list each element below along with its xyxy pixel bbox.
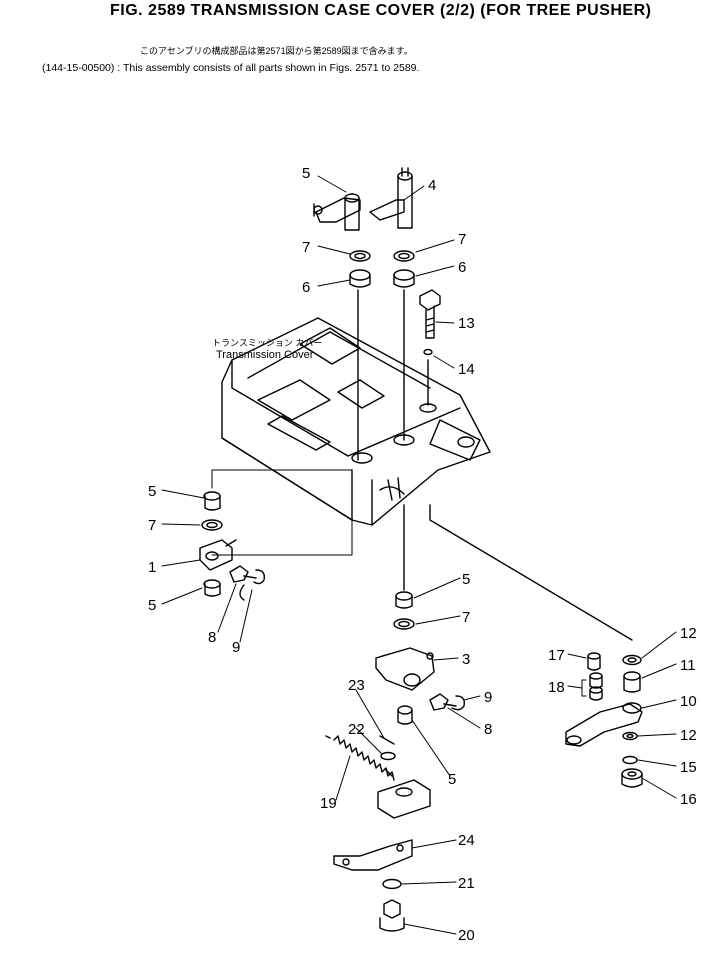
spring-part-19 bbox=[325, 735, 395, 781]
callout-19: 19 bbox=[320, 795, 337, 812]
callout-4: 4 bbox=[428, 177, 436, 194]
callout-24: 24 bbox=[458, 832, 475, 849]
lever-part-2 bbox=[313, 193, 361, 231]
callout-12b: 12 bbox=[680, 727, 697, 744]
callout-18: 18 bbox=[548, 679, 565, 696]
arm-part-10 bbox=[565, 702, 643, 747]
lever-part-4 bbox=[369, 167, 413, 229]
callout-5d: 5 bbox=[448, 771, 456, 788]
callout-6a: 6 bbox=[302, 279, 310, 296]
callout-9a: 9 bbox=[232, 639, 240, 656]
callout-5a: 5 bbox=[148, 483, 156, 500]
callout-13: 13 bbox=[458, 315, 475, 332]
callout-15: 15 bbox=[680, 759, 697, 776]
callout-20: 20 bbox=[458, 927, 475, 944]
callout-1: 1 bbox=[148, 559, 156, 576]
transmission-case-cover bbox=[221, 317, 491, 526]
callout-5b: 5 bbox=[148, 597, 156, 614]
callout-12a: 12 bbox=[680, 625, 697, 642]
callout-14: 14 bbox=[458, 361, 475, 378]
callout-8b: 8 bbox=[484, 721, 492, 738]
assembly-note-jp: このアセンブリの構成部品は第2571図から第2589図まで含みます。 bbox=[140, 46, 413, 56]
assembly-note-en: (144-15-00500) : This assembly consists … bbox=[42, 62, 420, 74]
callout-numbers: 5 4 7 7 6 6 13 14 5 7 1 5 8 9 5 7 3 9 8 … bbox=[148, 165, 697, 944]
lever-part-3 bbox=[375, 647, 435, 691]
callout-3: 3 bbox=[462, 651, 470, 668]
callout-7c: 7 bbox=[148, 517, 156, 534]
callout-7b: 7 bbox=[458, 231, 466, 248]
callout-5c: 5 bbox=[462, 571, 470, 588]
case-label-en: Transmission Cover bbox=[216, 349, 314, 361]
callout-2: 5 bbox=[302, 165, 310, 182]
callout-22: 22 bbox=[348, 721, 365, 738]
figure-title: FIG. 2589 TRANSMISSION CASE COVER (2/2) … bbox=[110, 2, 652, 19]
callout-7a: 7 bbox=[302, 239, 310, 256]
callout-9b: 9 bbox=[484, 689, 492, 706]
callout-8a: 8 bbox=[208, 629, 216, 646]
callout-10: 10 bbox=[680, 693, 697, 710]
callout-11: 11 bbox=[680, 657, 696, 674]
callout-21: 21 bbox=[458, 875, 475, 892]
callout-7d: 7 bbox=[462, 609, 470, 626]
callout-23: 23 bbox=[348, 677, 365, 694]
callout-17: 17 bbox=[548, 647, 565, 664]
callout-16: 16 bbox=[680, 791, 697, 808]
callout-6b: 6 bbox=[458, 259, 466, 276]
